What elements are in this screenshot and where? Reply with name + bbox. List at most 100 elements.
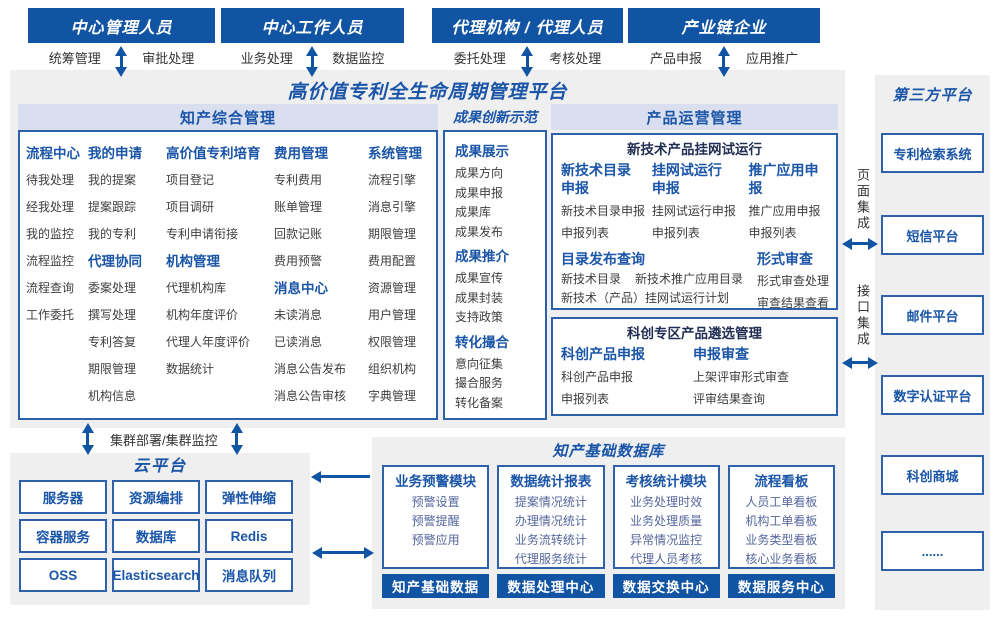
role-left-label: 产品申报: [649, 50, 702, 66]
menu-entry: 挂网试运行申报: [651, 204, 736, 218]
group-header: 数据统计报表: [510, 474, 592, 489]
menu-entry: 我的专利: [88, 227, 137, 241]
role-labels: 委托处理 考核处理: [432, 46, 623, 68]
cloud-service-box: 数据库: [112, 519, 200, 553]
menu-entry: 流程引擎: [368, 173, 417, 187]
horizontal-double-arrow-icon: [321, 551, 365, 554]
formal-review: 形式审查 形式审查处理 审查结果查看: [757, 248, 829, 314]
vertical-double-arrow-icon: [235, 432, 238, 446]
role-group-center-staff: 中心工作人员 业务处理 数据监控: [221, 8, 404, 72]
menu-entry: 支持政策: [455, 310, 504, 324]
menu-entry: 办理情况统计: [514, 514, 587, 528]
menu-entry: 代理人员考核: [630, 552, 703, 566]
menu-entry: 撰写处理: [88, 308, 137, 322]
db-columns: 业务预警模块 预警设置预警提醒预警应用 数据统计报表 提案情况统计办理情况统计业…: [372, 464, 845, 569]
menu-entry: 专利费用: [274, 173, 323, 187]
horizontal-double-arrow-icon: [851, 361, 869, 364]
menu-entry: 人员工单看板: [745, 495, 818, 509]
role-group-agencies: 代理机构 / 代理人员 委托处理 考核处理: [432, 8, 623, 72]
menu-entry: 工作委托: [26, 308, 75, 322]
role-right-label: 应用推广: [745, 50, 798, 66]
role-title: 中心管理人员: [28, 8, 215, 43]
menu-entry: 流程中心: [26, 146, 80, 161]
group-header: 挂网试运行申报: [651, 162, 722, 196]
group-header: 目录发布查询: [561, 251, 645, 267]
vertical-double-arrow-icon: [119, 55, 123, 68]
vertical-double-arrow-icon: [310, 55, 314, 68]
role-labels: 统筹管理 审批处理: [28, 46, 215, 68]
group-header: 形式审查: [757, 251, 814, 267]
menu-entry: 成果库: [455, 205, 492, 219]
horizontal-double-arrow-icon: [851, 242, 869, 245]
role-title: 产业链企业: [628, 8, 820, 43]
group-header: 考核统计模块: [625, 474, 707, 489]
menu-entry: 专利答复: [88, 335, 137, 349]
vertical-double-arrow-icon: [525, 55, 529, 68]
third-party-box-patent-search: 专利检索系统: [881, 133, 984, 173]
db-col-warning-module: 业务预警模块 预警设置预警提醒预警应用: [382, 465, 490, 569]
menu-entry: 专利申请衔接: [166, 227, 239, 241]
menu-entry: 业务流转统计: [514, 533, 587, 547]
ip-database-panel: 知产基础数据库 业务预警模块 预警设置预警提醒预警应用 数据统计报表 提案情况统…: [372, 437, 845, 609]
menu-entry: 转化备案: [455, 395, 504, 410]
menu-entry: 申报列表: [561, 392, 610, 406]
ip-column-process-center: 流程中心待我处理经我处理我的监控流程监控流程查询工作委托: [26, 140, 88, 418]
menu-entry: 成果发布: [455, 224, 504, 239]
trial-row2: 目录发布查询 新技术目录新技术推广应用目录 新技术（产品）挂网试运行计划 形式审…: [561, 248, 829, 314]
section-title: 产品运营管理: [551, 104, 838, 130]
menu-entry: 成果申报: [455, 185, 504, 200]
section-product-operation: 产品运营管理 新技术产品挂网试运行 新技术目录申报 新技术目录申报 申报列表 挂…: [551, 104, 838, 416]
menu-entry: 申报列表: [651, 226, 700, 240]
menu-entry: 回款记账: [274, 227, 323, 241]
menu-entry: 成果宣传: [455, 271, 504, 285]
role-right-label: 审批处理: [142, 50, 195, 66]
menu-entry: 机构信息: [88, 389, 137, 403]
menu-entry: 预警提醒: [411, 514, 460, 528]
menu-entry: 字典管理: [368, 389, 417, 403]
role-left-label: 业务处理: [240, 50, 293, 66]
cluster-deploy-monitor-label: 集群部署/集群监控: [110, 433, 218, 448]
menu-entry: 消息公告审核: [274, 389, 347, 403]
platform-title: 高价值专利全生命周期管理平台: [287, 82, 568, 103]
third-party-box-more: ......: [881, 531, 984, 571]
menu-entry: 期限管理: [88, 362, 137, 376]
cloud-service-box: 消息队列: [205, 558, 293, 592]
group-items: 人员工单看板机构工单看板业务类型看板核心业务看板: [730, 493, 833, 569]
selection-columns: 科创产品申报 科创产品申报 申报列表 申报审查 上架评审形式审查 评审结果查询: [561, 345, 828, 410]
page-integration-label: 页面集成: [855, 168, 870, 232]
api-integration-label: 接口集成: [855, 284, 870, 348]
menu-entry: 我的申请: [88, 146, 142, 161]
sci-innovation-selection-box: 科创专区产品遴选管理 科创产品申报 科创产品申报 申报列表 申报审查 上架评审形…: [551, 317, 838, 416]
menu-entry: 核心业务看板: [745, 552, 818, 566]
menu-entry: 用户管理: [368, 308, 417, 322]
catalog-line-1: 新技术目录新技术推广应用目录: [561, 270, 757, 289]
menu-entry: 账单管理: [274, 200, 323, 214]
menu-entry: 新技术目录: [561, 272, 622, 286]
cloud-service-box: 资源编排: [112, 480, 200, 514]
menu-entry: 意向征集: [455, 356, 504, 371]
db-col-assessment-module: 考核统计模块 业务处理时效业务处理质量异常情况监控代理人员考核: [612, 465, 720, 569]
menu-entry: 成果推介: [455, 249, 509, 264]
menu-entry: 新技术（产品）挂网试运行计划: [561, 291, 730, 305]
menu-entry: 成果封装: [455, 290, 504, 305]
declare-review: 申报审查 上架评审形式审查 评审结果查询: [693, 345, 789, 410]
db-dark-box: 数据服务中心: [727, 574, 835, 598]
menu-entry: 审查结果查看: [757, 296, 830, 310]
third-party-box-sci-mall: 科创商城: [881, 455, 984, 495]
online-trial-box: 新技术产品挂网试运行 新技术目录申报 新技术目录申报 申报列表 挂网试运行申报 …: [551, 133, 838, 310]
ip-menu-box: 流程中心待我处理经我处理我的监控流程监控流程查询工作委托 我的申请我的提案提案跟…: [18, 130, 438, 420]
box-title: 科创专区产品遴选管理: [627, 326, 762, 341]
menu-entry: 评审结果查询: [693, 392, 766, 406]
db-dark-box: 数据处理中心: [497, 574, 605, 598]
menu-entry: 高价值专利培育: [166, 146, 261, 161]
sci-product-declare: 科创产品申报 科创产品申报 申报列表: [561, 345, 693, 410]
group-items: 提案情况统计办理情况统计业务流转统计代理服务统计: [499, 493, 602, 569]
menu-entry: 代理机构库: [166, 281, 227, 295]
menu-entry: 提案跟踪: [88, 200, 137, 214]
menu-entry: 撮合服务: [455, 376, 504, 390]
ip-column-my-applications: 我的申请我的提案提案跟踪我的专利代理协同委案处理撰写处理专利答复期限管理机构信息: [88, 140, 166, 418]
section-title: 成果创新示范: [453, 109, 537, 125]
trial-columns: 新技术目录申报 新技术目录申报 申报列表 挂网试运行申报 挂网试运行申报 申报列…: [561, 161, 828, 244]
catalog-line-2: 新技术（产品）挂网试运行计划: [561, 289, 757, 308]
